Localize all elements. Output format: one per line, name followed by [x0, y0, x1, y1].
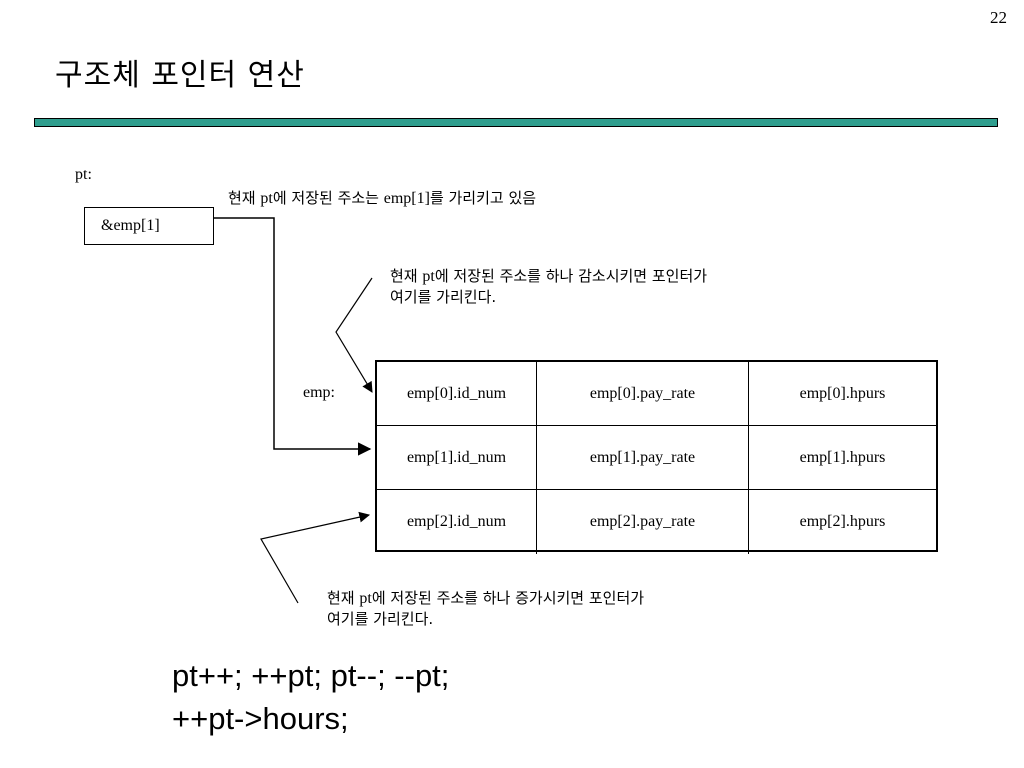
table-row: emp[0].id_num emp[0].pay_rate emp[0].hpu… — [377, 362, 936, 426]
note-text: 현재 — [228, 189, 261, 207]
note-text: 여기를 가리킨다. — [327, 610, 434, 628]
title-rule — [34, 118, 998, 127]
pointer-label: pt: — [75, 166, 92, 183]
table-cell: emp[1].hpurs — [799, 449, 886, 466]
table-row: emp[2].id_num emp[2].pay_rate emp[2].hpu… — [377, 489, 936, 554]
note-text: 에 저장된 주소는 — [272, 189, 384, 207]
note-text: 현재 — [390, 267, 423, 285]
table-cell: emp[2].id_num — [377, 490, 537, 554]
note-pt: pt — [260, 190, 273, 207]
note-pt: pt — [359, 590, 372, 607]
increment-callout-arrow — [260, 511, 371, 604]
slide-title: 구조체 포인터 연산 — [55, 58, 305, 93]
table-cell: emp[2].hpurs — [799, 513, 886, 530]
table-cell: emp[0].id_num — [377, 362, 537, 426]
note-text: 현재 — [327, 589, 360, 607]
note-emp: emp[1] — [383, 190, 430, 207]
pointer-box: &emp[1] — [84, 207, 214, 245]
page-number: 22 — [990, 8, 1007, 27]
note-increment: 현재 pt에 저장된 주소를 하나 증가시키면 포인터가 여기를 가리킨다. — [327, 588, 644, 630]
code-line-1: pt++; ++pt; pt--; --pt; — [172, 658, 450, 693]
table-cell: emp[0].pay_rate — [537, 362, 749, 426]
note-text: 에 저장된 주소를 하나 감소시키면 포인터가 — [434, 267, 708, 285]
table-cell: emp[1].pay_rate — [537, 426, 749, 490]
pointer-arrow — [214, 217, 372, 456]
table-cell: emp[0].hpurs — [799, 385, 886, 402]
note-text: 에 저장된 주소를 하나 증가시키면 포인터가 — [371, 589, 645, 607]
table-cell: emp[1].id_num — [377, 426, 537, 490]
note-text: 여기를 가리킨다. — [390, 288, 497, 306]
table-row: emp[1].id_num emp[1].pay_rate emp[1].hpu… — [377, 425, 936, 490]
note-decrement: 현재 pt에 저장된 주소를 하나 감소시키면 포인터가 여기를 가리킨다. — [390, 266, 707, 308]
decrement-callout-arrow — [335, 277, 373, 393]
emp-array-table: emp[0].id_num emp[0].pay_rate emp[0].hpu… — [375, 360, 938, 554]
code-line-2: ++pt->hours; — [172, 701, 349, 736]
note-pt: pt — [422, 268, 435, 285]
note-current-address: 현재 pt에 저장된 주소는 emp[1]를 가리키고 있음 — [228, 188, 536, 209]
note-text: 를 가리키고 있음 — [429, 189, 537, 207]
emp-label: emp: — [303, 384, 335, 401]
table-cell: emp[2].pay_rate — [537, 490, 749, 554]
